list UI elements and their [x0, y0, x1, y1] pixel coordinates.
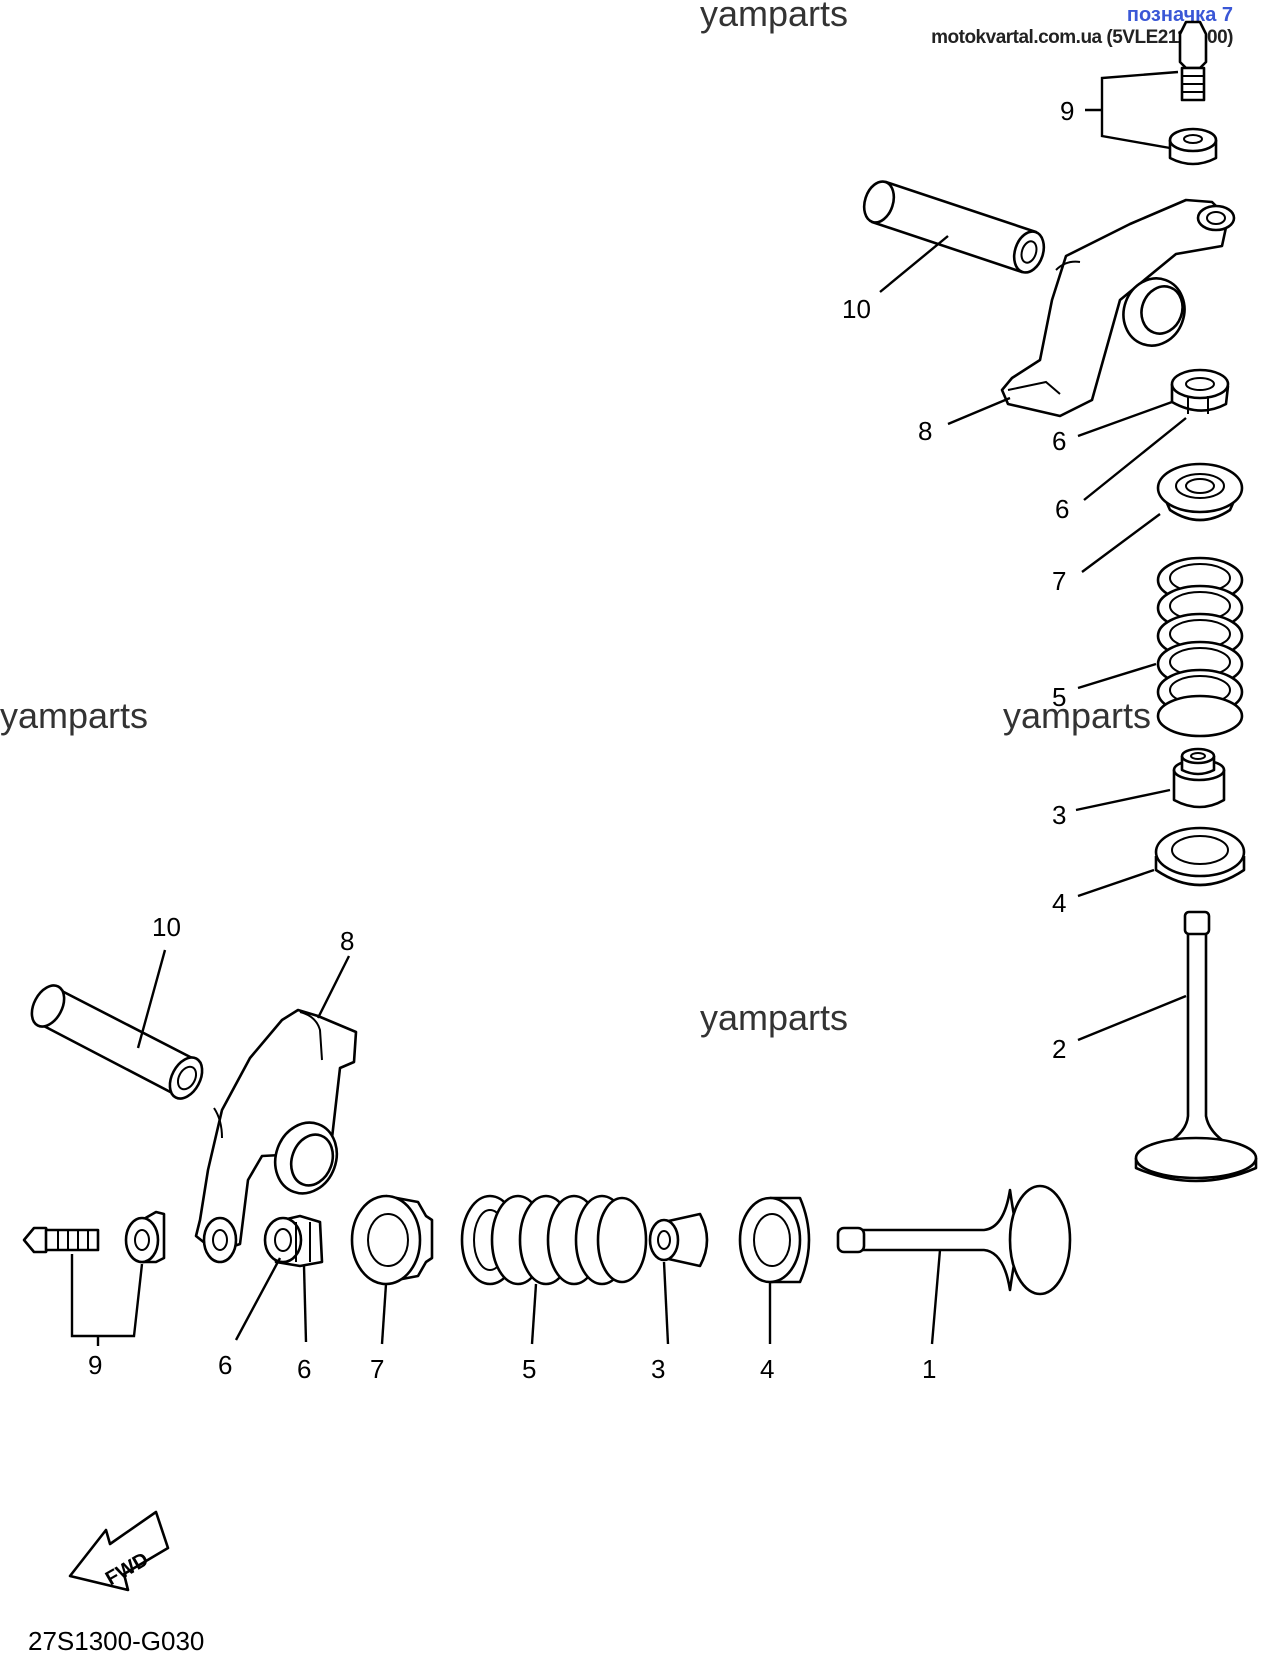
leader-3-upper [1075, 788, 1171, 812]
callout-5: 5 [522, 1354, 536, 1384]
callout-4: 4 [760, 1354, 774, 1384]
locknut-part-upper [1168, 127, 1218, 166]
watermark: yamparts [1003, 695, 1151, 736]
leader-8-lower [316, 955, 351, 1019]
leader-5-upper [1077, 662, 1157, 690]
leader-8-upper [947, 396, 1011, 426]
brand-subtitle: motokvartal.com.ua (5VLE2110000) [931, 27, 1233, 48]
leader-4-upper [1077, 868, 1155, 898]
forward-direction-arrow-icon: FWD [68, 1510, 170, 1592]
watermark: yamparts [700, 0, 848, 34]
callout-3: 3 [1052, 800, 1066, 830]
callout-9: 9 [88, 1350, 102, 1380]
brand-header: позначка 7 motokvartal.com.ua (5VLE21100… [931, 4, 1233, 49]
spring-retainer-part-upper [1156, 462, 1244, 522]
leader-6-upper-a [1077, 400, 1173, 438]
callout-10: 10 [842, 294, 871, 324]
callout-5: 5 [1052, 682, 1066, 712]
callout-2: 2 [1052, 1034, 1066, 1064]
callout-6: 6 [297, 1354, 311, 1384]
adjuster-screw-part-lower [22, 1226, 100, 1254]
callout-8: 8 [918, 416, 932, 446]
leader-6-lower-a [234, 1257, 282, 1341]
rocker-arm-part-upper [1000, 198, 1236, 418]
leader-2 [1077, 994, 1187, 1042]
leader-7-upper [1081, 513, 1161, 573]
locknut-part-lower [124, 1210, 166, 1264]
callout-3: 3 [651, 1354, 665, 1384]
adjuster-screw-part-upper [1178, 20, 1208, 102]
leader-5-lower [530, 1283, 538, 1345]
callout-7: 7 [370, 1354, 384, 1384]
leader-9-upper [1085, 70, 1179, 150]
callout-9: 9 [1060, 96, 1074, 126]
rocker-arm-part-lower [194, 1008, 358, 1264]
leader-6-upper-b [1083, 417, 1187, 501]
valve-spring-part-upper [1156, 556, 1244, 738]
leader-3-lower [662, 1261, 670, 1345]
diagram-code: 27S1300-G030 [28, 1626, 204, 1656]
leader-10-upper [879, 235, 949, 293]
leader-1 [930, 1249, 942, 1345]
callout-6: 6 [1055, 494, 1069, 524]
leader-9-lower [70, 1254, 144, 1346]
watermark: yamparts [0, 695, 148, 736]
callout-6: 6 [1052, 426, 1066, 456]
exhaust-valve-part [1134, 910, 1258, 1183]
intake-valve-part [836, 1184, 1072, 1296]
leader-7-lower [380, 1283, 388, 1345]
rocker-shaft-part-upper [862, 180, 1046, 274]
watermark: yamparts [700, 997, 848, 1038]
callout-4: 4 [1052, 888, 1066, 918]
leader-6-lower-b [302, 1265, 308, 1343]
valve-collet-part-lower [263, 1214, 324, 1268]
callout-8: 8 [340, 926, 354, 956]
spring-seat-part-lower [738, 1196, 811, 1284]
valve-spring-part-lower [460, 1194, 648, 1286]
brand-title: позначка 7 [1126, 4, 1233, 26]
stem-seal-part-upper [1172, 747, 1226, 809]
valve-collet-part-upper [1170, 368, 1230, 414]
spring-retainer-part-lower [350, 1194, 434, 1286]
callout-1: 1 [922, 1354, 936, 1384]
stem-seal-part-lower [648, 1212, 709, 1268]
rocker-shaft-part-lower [30, 984, 204, 1100]
callout-10: 10 [152, 912, 181, 942]
leader-10-lower [136, 949, 167, 1049]
callout-6: 6 [218, 1350, 232, 1380]
callout-7: 7 [1052, 566, 1066, 596]
spring-seat-part-upper [1154, 826, 1246, 887]
